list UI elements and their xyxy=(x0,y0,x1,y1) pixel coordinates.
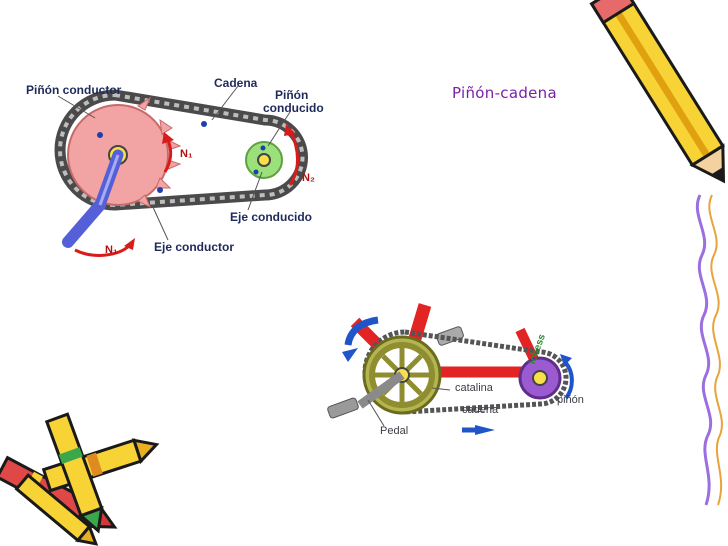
label-n1-pedal: N₁ xyxy=(105,244,118,256)
slide-title: Piñón-cadena xyxy=(452,84,557,102)
label-eje-conductor: Eje conductor xyxy=(154,240,235,254)
label-pinon-conductor: Piñón conductor xyxy=(26,83,122,97)
label-n2: N₂ xyxy=(302,172,315,184)
label-pinon-bike: piñón xyxy=(557,394,584,406)
label-n1-gear: N₁ xyxy=(180,148,193,160)
label-pinon-conducido-line1: Piñón xyxy=(275,88,309,102)
label-eje-conducido: Eje conducido xyxy=(230,210,313,224)
label-pedal: Pedal xyxy=(380,425,409,437)
label-cadena-bike: cadena xyxy=(462,404,499,416)
label-cadena: Cadena xyxy=(214,76,258,90)
label-catalina: catalina xyxy=(455,382,493,394)
label-pinon-conducido-line2: conducido xyxy=(263,101,324,115)
